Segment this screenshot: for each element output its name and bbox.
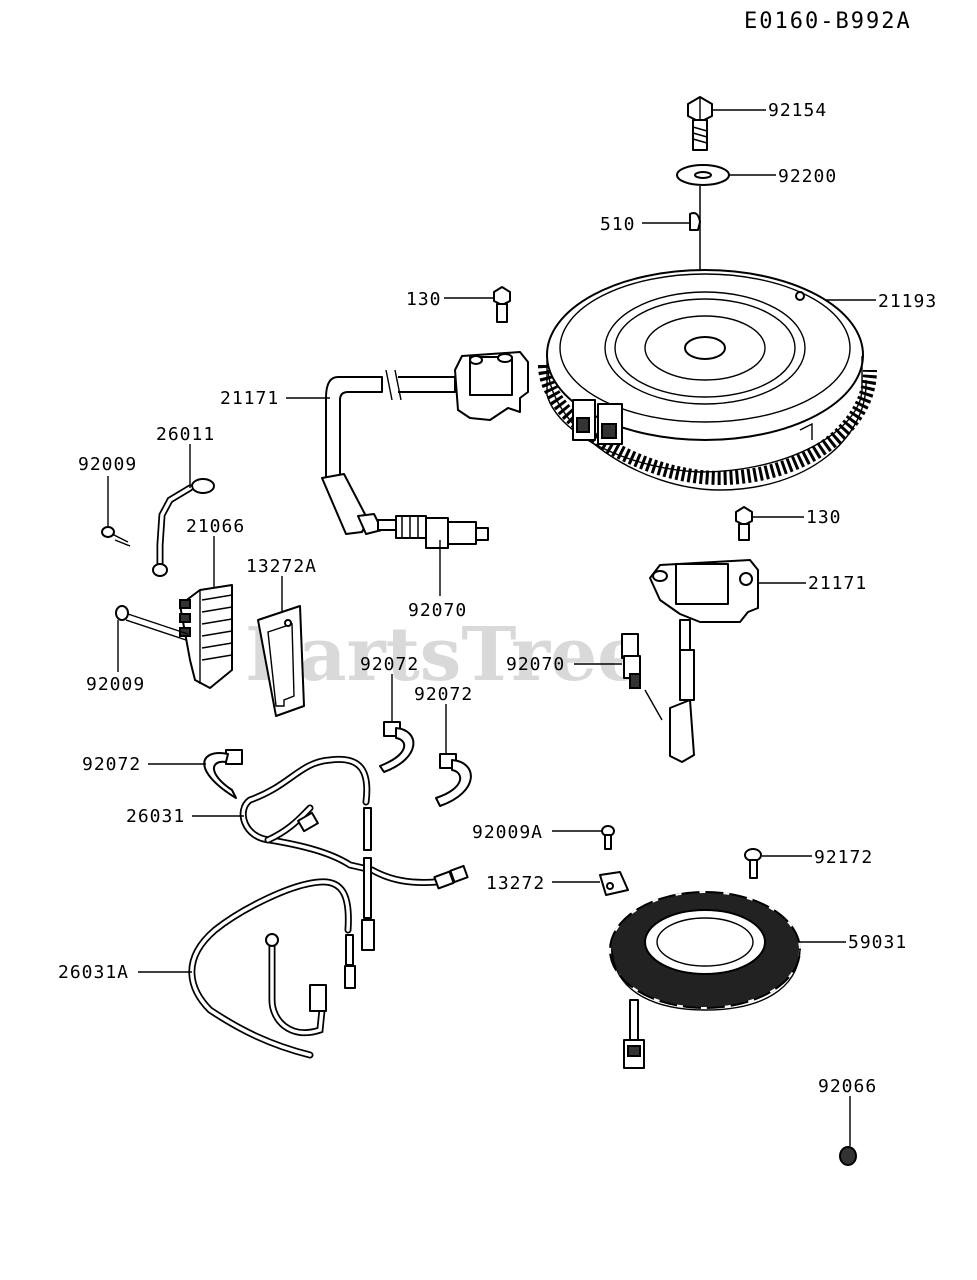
ignition-coil-21171-upper[interactable] <box>321 351 529 535</box>
label-21171-left: 21171 <box>220 388 279 409</box>
spark-plug-92070-right[interactable] <box>621 633 663 721</box>
label-92200: 92200 <box>778 166 837 187</box>
label-130-right: 130 <box>806 507 842 528</box>
label-21193: 21193 <box>878 291 937 312</box>
flywheel-21193[interactable] <box>538 269 877 491</box>
screw-92009A[interactable] <box>601 825 615 850</box>
label-26011: 26011 <box>156 424 215 445</box>
screw-92009-bottom[interactable] <box>115 605 189 641</box>
label-59031: 59031 <box>848 932 907 953</box>
washer-92200[interactable] <box>676 164 730 186</box>
label-21066: 21066 <box>186 516 245 537</box>
label-130-top: 130 <box>406 289 442 310</box>
label-92009-bottom: 92009 <box>86 674 145 695</box>
label-92072-mid2: 92072 <box>414 684 473 705</box>
label-92072-left: 92072 <box>82 754 141 775</box>
clamp-92072-mid2[interactable] <box>435 753 472 807</box>
wire-harness-26031[interactable] <box>239 755 469 951</box>
label-92009-top: 92009 <box>78 454 137 475</box>
ignition-coil-21171-lower[interactable] <box>649 559 759 763</box>
bolt-92154[interactable] <box>687 96 713 151</box>
spark-plug-92070-left[interactable] <box>377 515 489 549</box>
label-13272: 13272 <box>486 873 545 894</box>
regulator-21066[interactable] <box>179 584 233 689</box>
label-92172: 92172 <box>814 847 873 868</box>
screw-92009-top[interactable] <box>101 526 131 547</box>
label-510: 510 <box>600 214 636 235</box>
label-13272A: 13272A <box>246 556 317 577</box>
bolt-130-top[interactable] <box>493 286 511 323</box>
bracket-13272[interactable] <box>599 871 629 896</box>
diagram-code: E0160-B992A <box>744 9 912 34</box>
bolt-130-right[interactable] <box>735 506 753 541</box>
stator-59031[interactable] <box>609 891 801 1069</box>
wire-harness-26031A[interactable] <box>188 878 356 1059</box>
nut-92066[interactable] <box>839 1146 857 1166</box>
label-92072-mid1: 92072 <box>360 654 419 675</box>
ground-wire-26011[interactable] <box>152 478 215 577</box>
gasket-13272A[interactable] <box>257 605 305 717</box>
label-21171-right: 21171 <box>808 573 867 594</box>
label-92070-left: 92070 <box>408 600 467 621</box>
label-26031A: 26031A <box>58 962 129 983</box>
watermark: PartsTree <box>245 612 644 698</box>
clamp-92072-left[interactable] <box>203 749 243 799</box>
screw-92172[interactable] <box>744 848 762 879</box>
label-92009A: 92009A <box>472 822 543 843</box>
label-92154: 92154 <box>768 100 827 121</box>
clamp-92072-mid1[interactable] <box>379 721 415 773</box>
label-92070-right: 92070 <box>506 654 565 675</box>
label-92066: 92066 <box>818 1076 877 1097</box>
key-510[interactable] <box>689 212 701 231</box>
label-26031: 26031 <box>126 806 185 827</box>
